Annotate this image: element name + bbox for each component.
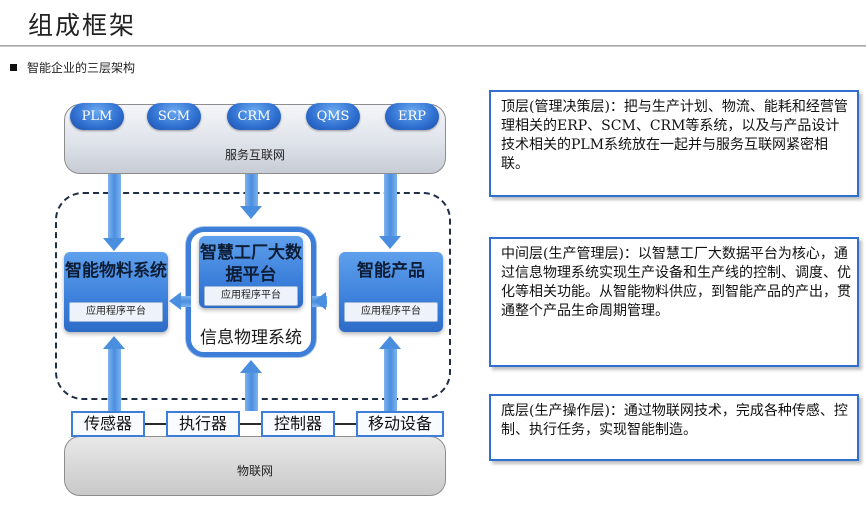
callout-middle-layer: 中间层(生产管理层)：以智慧工厂大数据平台为核心，通过信息物理系统实现生产设备和… [489, 237, 859, 367]
title-divider [0, 45, 866, 47]
callout-top-layer: 顶层(管理决策层)：把与生产计划、物流、能耗和经营管理相关的ERP、SCM、CR… [489, 90, 859, 197]
device-sensor: 传感器 [71, 411, 145, 437]
smart-product-system-title: 智能产品 [357, 261, 425, 281]
arrow-shaft-bottom-right [384, 348, 397, 411]
arrow-shaft-bottom-center [245, 372, 258, 411]
arrow-shaft-top-left [108, 174, 121, 240]
app-platform-center: 应用程序平台 [204, 286, 298, 306]
app-platform-right: 应用程序平台 [344, 302, 438, 322]
arrow-up-icon [103, 336, 125, 349]
cyber-physical-system: 智慧工厂大数据平台 应用程序平台 信息物理系统 [186, 227, 316, 357]
arrow-down-icon [103, 238, 125, 251]
arrow-shaft-left-to-center [181, 296, 191, 307]
arrow-left-icon [169, 292, 181, 310]
arrow-up-icon [240, 360, 262, 373]
system-pill-qms: QMS [306, 103, 360, 130]
device-mobile: 移动设备 [356, 411, 444, 437]
arrow-shaft-bottom-left [108, 348, 121, 411]
subtitle-text: 智能企业的三层架构 [27, 61, 136, 75]
arrow-shaft-top-right [384, 174, 397, 238]
smart-material-system: 智能物料系统 应用程序平台 [64, 252, 168, 332]
smart-material-system-title: 智能物料系统 [65, 261, 167, 281]
app-platform-left: 应用程序平台 [69, 302, 163, 322]
cps-label: 信息物理系统 [200, 328, 302, 348]
subtitle: 智能企业的三层架构 [10, 59, 135, 76]
system-pill-crm: CRM [227, 103, 281, 130]
arrow-up-icon [379, 336, 401, 349]
service-internet-label: 服务互联网 [224, 148, 285, 162]
arrow-left-icon [314, 292, 326, 310]
system-pill-erp: ERP [385, 103, 439, 130]
smart-product-system: 智能产品 应用程序平台 [339, 252, 443, 332]
arrow-shaft-top-center [245, 174, 258, 208]
device-connector-line [140, 423, 360, 425]
arrow-down-icon [379, 236, 401, 249]
device-actuator: 执行器 [166, 411, 240, 437]
factory-big-data-platform: 智慧工厂大数据平台 应用程序平台 [199, 236, 303, 308]
system-pill-plm: PLM [70, 103, 124, 130]
callout-bottom-layer: 底层(生产操作层)：通过物联网技术，完成各种传感、控制、执行任务，实现智能制造。 [489, 394, 859, 461]
device-controller: 控制器 [261, 411, 335, 437]
arrow-down-icon [240, 206, 262, 219]
bullet-square-icon [10, 64, 17, 71]
factory-big-data-platform-title: 智慧工厂大数据平台 [200, 243, 302, 285]
iot-label: 物联网 [236, 464, 273, 478]
page-title: 组成框架 [28, 11, 137, 40]
system-pill-scm: SCM [147, 103, 201, 130]
iot-bar: 物联网 [64, 436, 446, 496]
